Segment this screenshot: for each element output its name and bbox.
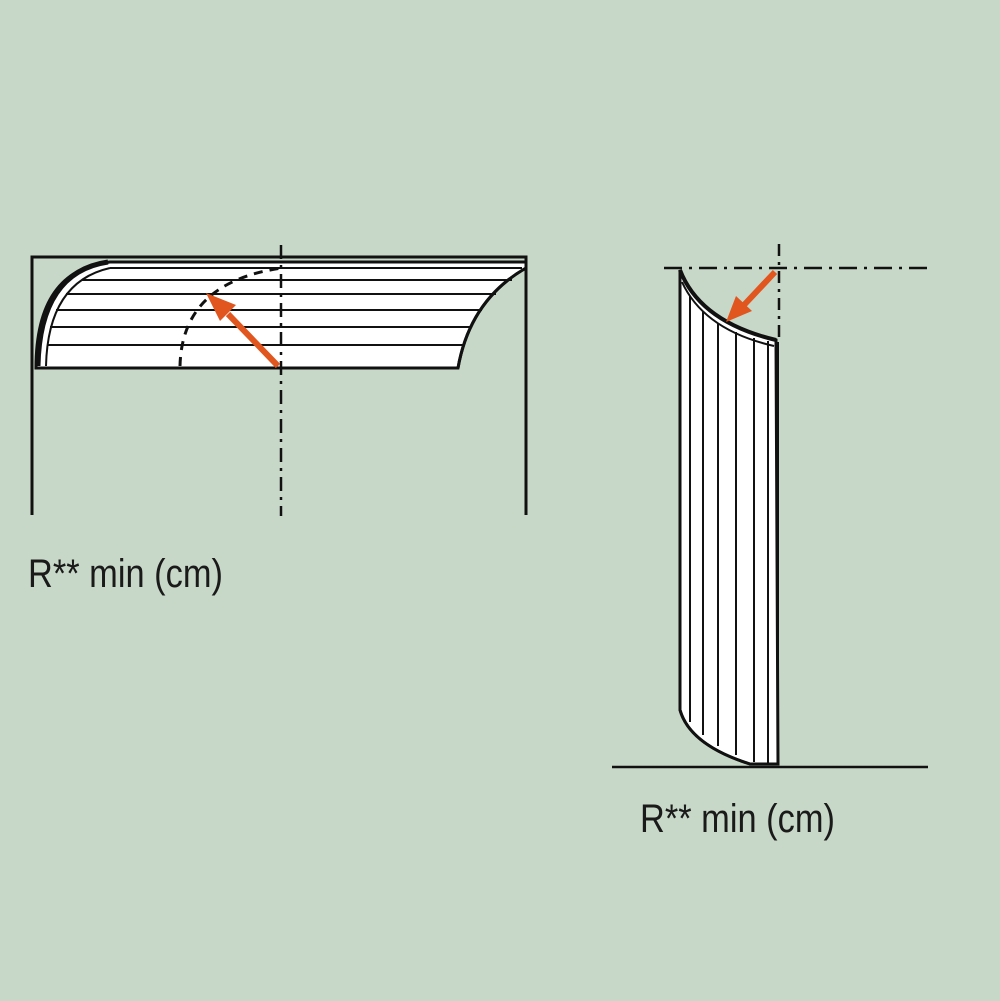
right-panel-top-edge: [678, 269, 777, 342]
left-frame: [30, 255, 528, 515]
right-panel-top-inner: [681, 281, 775, 347]
right-figure-label: R** min (cm): [640, 797, 835, 841]
right-panel-bottom-edge: [678, 709, 778, 766]
left-figure-label: R** min (cm): [28, 552, 223, 596]
left-panel-edge: [35, 259, 109, 367]
left-panel-right-end: [456, 266, 527, 369]
right-figure: [612, 244, 930, 769]
left-panel-inner-edge: [45, 267, 111, 367]
right-arrow: [726, 269, 778, 322]
left-figure: [30, 245, 528, 516]
left-radius-arc: [178, 266, 283, 367]
left-arrow: [206, 293, 281, 369]
right-panel-slats: [679, 270, 779, 764]
